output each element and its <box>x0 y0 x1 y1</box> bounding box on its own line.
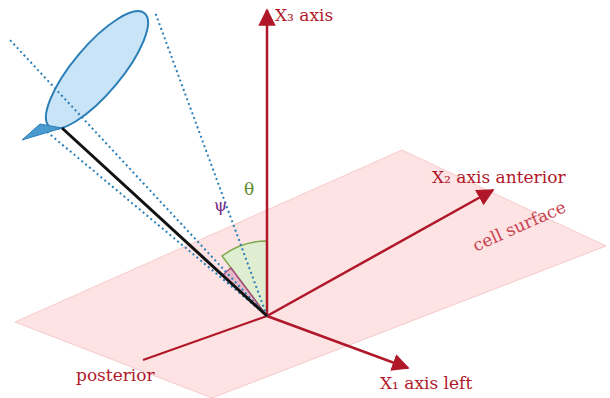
cilium <box>62 128 267 316</box>
cell-surface-plane <box>15 150 606 398</box>
posterior-axis <box>143 316 267 360</box>
cone-base <box>31 0 163 142</box>
cilium-tip <box>22 124 62 140</box>
cone-edge <box>155 12 267 316</box>
cone-axis <box>10 40 267 316</box>
axis-label: X₃ axis <box>275 6 333 25</box>
cone-edge <box>40 126 267 316</box>
direction-label: posterior <box>76 366 155 385</box>
x3-axis <box>266 10 269 316</box>
angle-label: ψ <box>214 196 227 215</box>
x1-axis <box>267 316 408 368</box>
axis-label: X₁ axis left <box>380 374 472 393</box>
angle-label: θ <box>244 180 254 199</box>
x2-axis <box>267 190 493 316</box>
theta-angle <box>222 241 267 316</box>
axis-label: X₂ axis anterior <box>432 168 566 187</box>
